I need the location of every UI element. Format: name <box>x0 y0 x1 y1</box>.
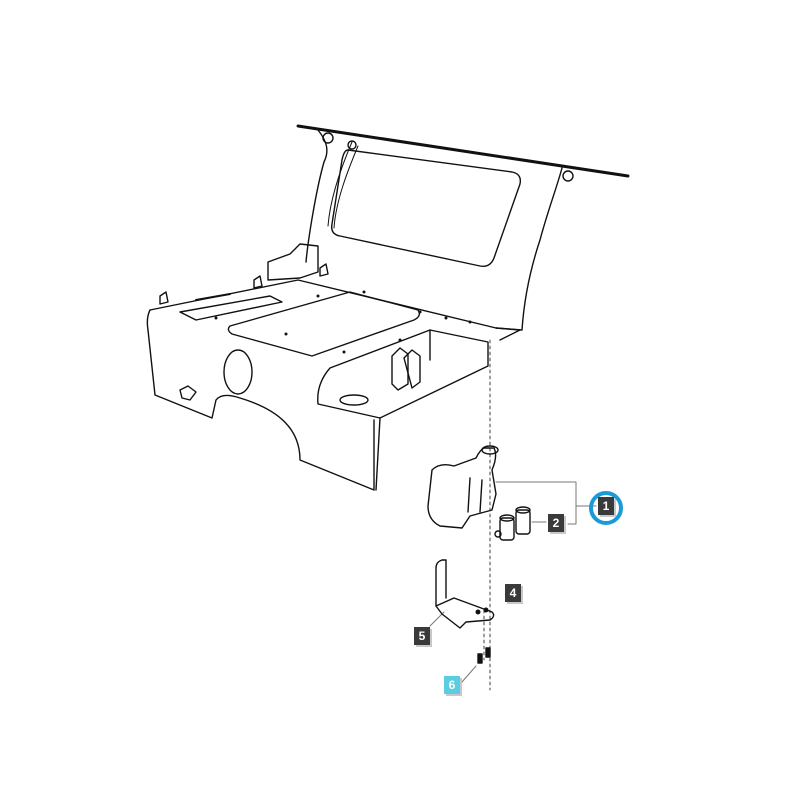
leader-lines <box>429 481 597 683</box>
callout-5[interactable]: 5 <box>414 627 430 645</box>
callout-2[interactable]: 2 <box>548 514 564 532</box>
callout-4[interactable]: 4 <box>505 584 521 602</box>
mounting-bracket <box>435 559 495 629</box>
rear-panel <box>296 124 630 331</box>
washer-reservoir <box>427 445 499 529</box>
callout-6[interactable]: 6 <box>444 676 460 694</box>
screws <box>477 647 491 664</box>
selection-ring <box>589 491 623 525</box>
floor-platform <box>146 243 521 491</box>
callout-1[interactable]: 1 <box>598 497 614 515</box>
storage-tray <box>317 329 489 491</box>
washer-pumps <box>494 506 531 541</box>
